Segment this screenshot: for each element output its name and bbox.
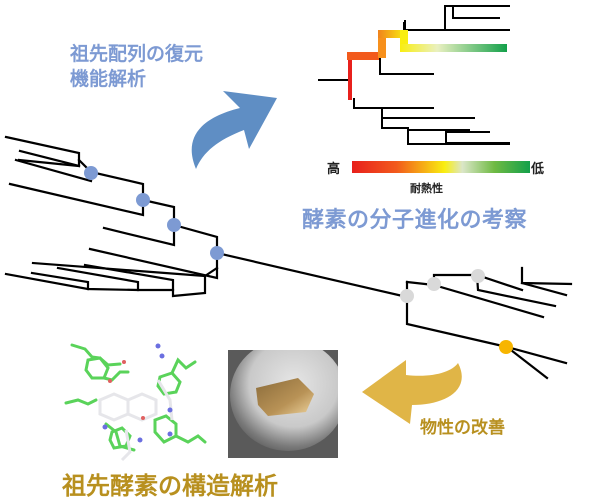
tree-branch xyxy=(505,345,549,380)
tree-branch xyxy=(445,132,510,144)
molecular-evolution-label: 酵素の分子進化の考察 xyxy=(302,208,528,233)
tree-branch xyxy=(379,58,434,75)
tree-branch xyxy=(405,5,510,31)
extant-node xyxy=(471,269,485,283)
crystal-photo xyxy=(228,350,338,458)
extant-node xyxy=(400,289,414,303)
tree-branch xyxy=(353,98,434,109)
extant-node xyxy=(427,277,441,291)
tree-branch xyxy=(356,107,475,119)
blue-curved-arrow xyxy=(191,91,277,169)
ancestral-node xyxy=(136,193,150,207)
gold-curved-arrow xyxy=(362,360,462,424)
tree-branch xyxy=(14,158,93,183)
cooling-branch xyxy=(400,44,507,52)
tree-branch xyxy=(83,263,207,298)
tree-branch xyxy=(215,251,409,299)
reconstruction-label-line1: 祖先配列の復元 xyxy=(70,43,204,65)
extant-nodes xyxy=(400,269,485,303)
tree-branch xyxy=(17,158,81,168)
hot-branch xyxy=(378,30,406,38)
thermostability-tree xyxy=(318,5,510,145)
tree-branch xyxy=(56,266,175,292)
gradient-high-label: 高 xyxy=(327,162,341,177)
structure-analysis-label: 祖先酵素の構造解析 xyxy=(62,472,278,500)
property-improvement-label: 物性の改善 xyxy=(420,418,505,438)
thermostability-gradient-bar xyxy=(352,161,530,173)
reconstruction-label: 祖先配列の復元 機能解析 xyxy=(70,42,203,92)
ancestral-nodes xyxy=(84,166,224,260)
gradient-title: 耐熱性 xyxy=(410,182,443,195)
tree-branch xyxy=(445,5,500,19)
crystal-photo-art xyxy=(228,350,338,458)
reconstruction-label-line2: 機能解析 xyxy=(70,68,147,90)
gradient-low-label: 低 xyxy=(531,162,545,177)
hot-branch xyxy=(400,30,408,50)
hot-branch xyxy=(347,52,379,60)
tree-branch xyxy=(30,271,140,292)
tree-branch xyxy=(432,283,545,319)
ancestral-node xyxy=(84,166,98,180)
hot-branch xyxy=(348,54,352,100)
hot-branch xyxy=(378,30,386,58)
ancestral-node xyxy=(167,218,181,232)
tree-branch xyxy=(520,281,568,297)
improved-node xyxy=(499,340,513,354)
tree-branch xyxy=(405,273,524,292)
tree-branch xyxy=(4,272,90,291)
ancestral-node xyxy=(210,246,224,260)
